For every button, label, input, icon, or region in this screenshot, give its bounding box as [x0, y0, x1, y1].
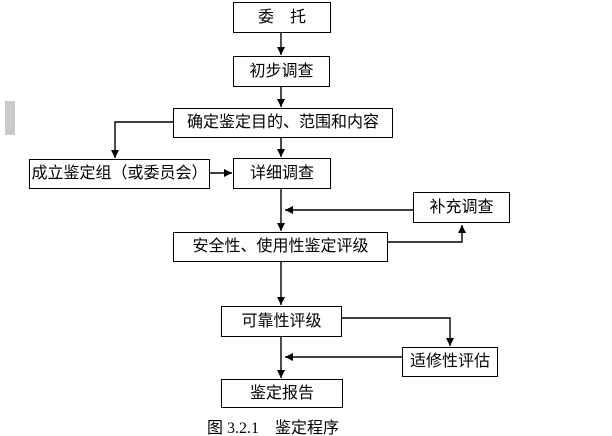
page-margin-marker [5, 101, 15, 135]
node-repairability-assessment: 适修性评估 [402, 347, 498, 377]
edge-reliability-to-repairability [342, 317, 454, 346]
node-establish-appraisal-group: 成立鉴定组（或委员会） [29, 159, 210, 189]
edge-determine-to-group [111, 121, 173, 158]
node-safety-serviceability-rating: 安全性、使用性鉴定评级 [173, 232, 388, 262]
edge-safety-to-supplementary [388, 225, 466, 243]
node-supplementary-survey: 补充调查 [413, 192, 510, 223]
node-determine-purpose-scope: 确定鉴定目的、范围和内容 [173, 108, 393, 138]
node-appraisal-report: 鉴定报告 [221, 379, 343, 408]
node-preliminary-survey: 初步调查 [233, 56, 330, 87]
node-reliability-rating: 可靠性评级 [221, 306, 342, 337]
figure-caption: 图 3.2.1 鉴定程序 [207, 420, 340, 436]
node-detailed-survey: 详细调查 [233, 158, 331, 189]
node-entrust: 委 托 [233, 2, 331, 33]
